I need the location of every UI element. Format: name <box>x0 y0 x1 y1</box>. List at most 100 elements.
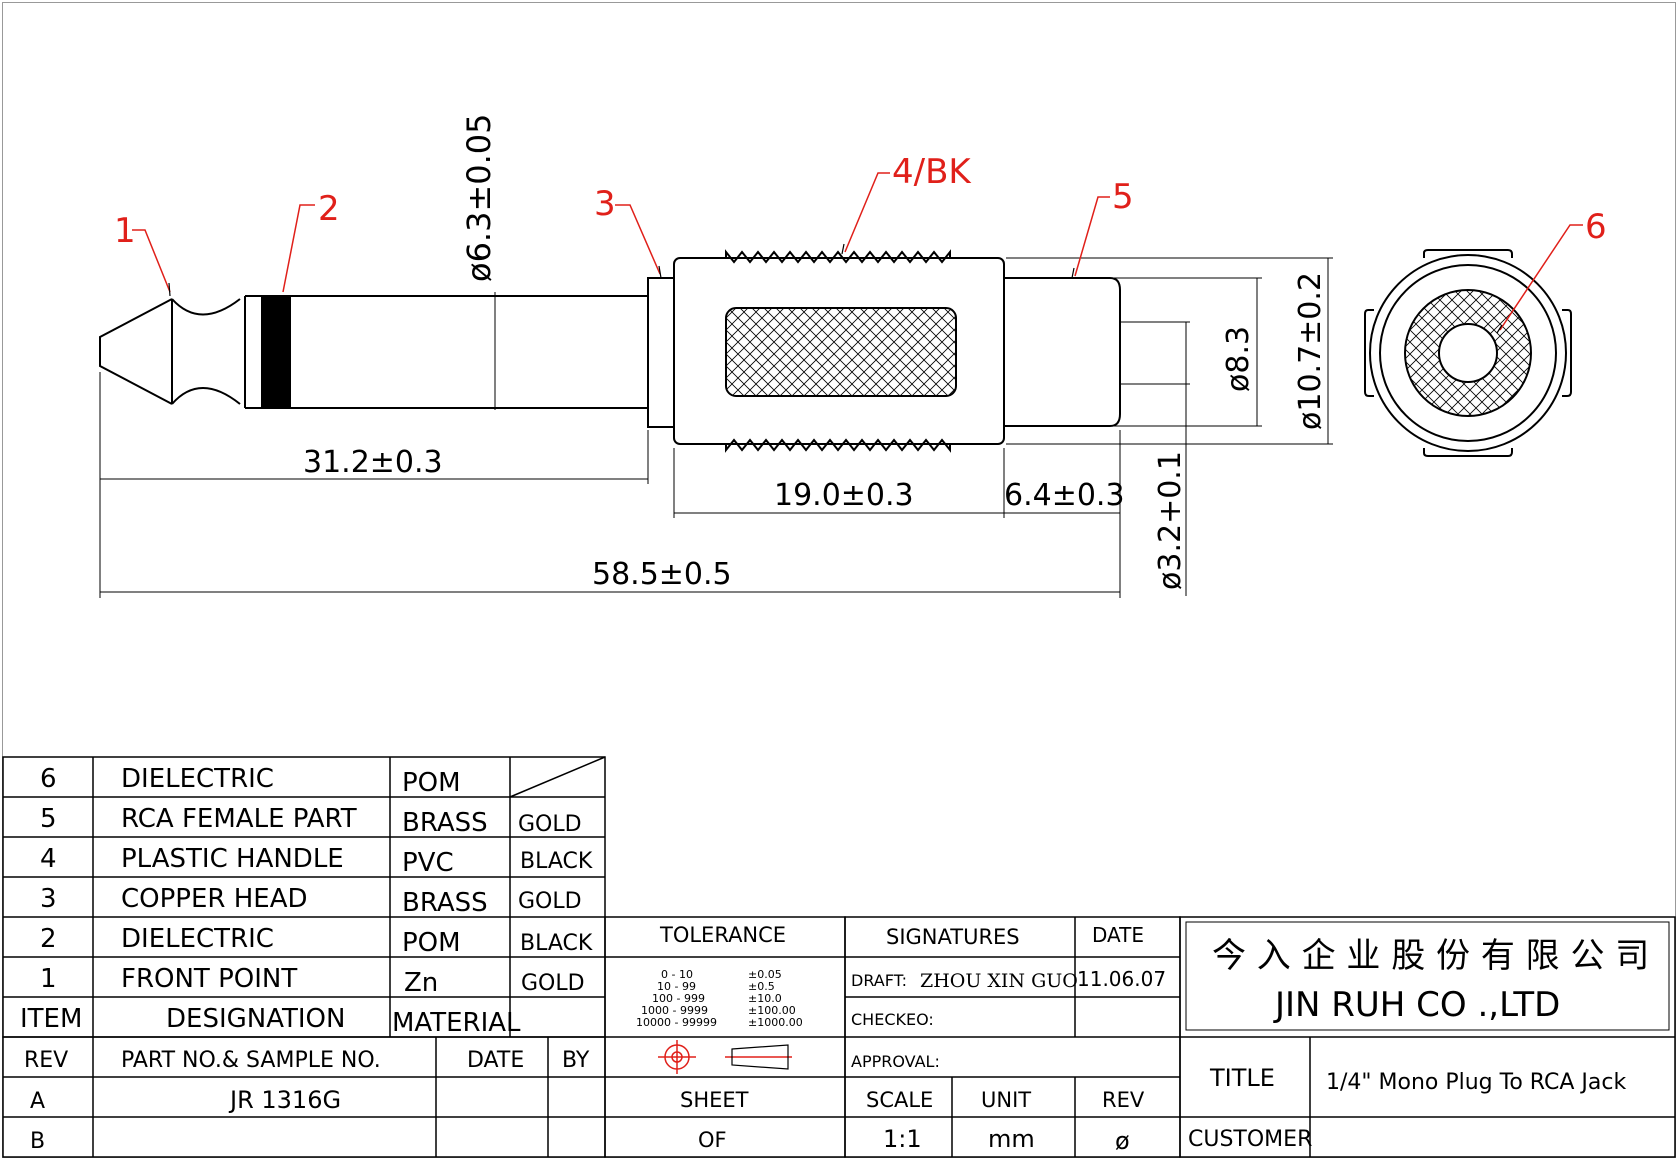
dimension-lines <box>99 257 1333 598</box>
draft-date: 11.06.07 <box>1077 967 1166 991</box>
bom-fin-2: BLACK <box>520 931 593 956</box>
callout-4: 4/BK <box>892 152 972 192</box>
callout-1: 1 <box>114 211 136 251</box>
scale-value: 1:1 <box>883 1125 922 1153</box>
bom-mat-3: BRASS <box>402 888 488 918</box>
checked-label: CHECKEO: <box>851 1010 934 1029</box>
dim-10-7: ø10.7±0.2 <box>1293 272 1328 430</box>
bom-mat-2: POM <box>402 928 461 958</box>
bom-item-6: 6 <box>40 764 57 794</box>
tolerance-value-3: ±100.00 <box>748 1004 796 1017</box>
bom-mat-1: Zn <box>404 968 438 998</box>
draft-label: DRAFT: <box>851 971 907 990</box>
dielectric-ring <box>261 295 291 409</box>
bom-fin-3: GOLD <box>518 889 582 914</box>
bom-desig-6: DIELECTRIC <box>121 764 274 794</box>
rev-header-part: PART NO.& SAMPLE NO. <box>121 1048 381 1073</box>
tolerance-range-1: 10 - 99 <box>657 980 696 993</box>
tolerance-title: TOLERANCE <box>659 923 786 947</box>
bom-mat-5: BRASS <box>402 808 488 838</box>
company-chinese-name: 今 入 企 业 股 份 有 限 公 司 <box>1212 936 1649 976</box>
end-center-hole <box>1438 323 1498 383</box>
tolerance-value-2: ±10.0 <box>748 992 782 1005</box>
signatures-block-lines <box>844 916 1181 1158</box>
tolerance-text: TOLERANCE 0 - 10 10 - 99 100 - 999 1000 … <box>636 923 803 1152</box>
handle-teeth-top <box>725 249 951 264</box>
plug-end-view <box>1364 249 1572 457</box>
bom-fin-1: GOLD <box>521 971 585 996</box>
rca-female-part <box>1004 277 1121 427</box>
bom-mat-6: POM <box>402 768 461 798</box>
rev-header-date: DATE <box>467 1048 524 1073</box>
dim-tip-diameter: ø6.3±0.05 <box>460 113 498 282</box>
plug-side-view <box>99 249 1190 453</box>
customer-label: CUSTOMER <box>1188 1127 1312 1152</box>
knurled-grip <box>725 307 957 397</box>
tolerance-range-3: 1000 - 9999 <box>641 1004 708 1017</box>
bom-item-3: 3 <box>40 884 57 914</box>
callout-6: 6 <box>1585 207 1607 247</box>
title-label: TITLE <box>1209 1064 1275 1092</box>
tolerance-value-4: ±1000.00 <box>748 1016 803 1029</box>
projection-symbol <box>658 1040 792 1074</box>
dim-58-5: 58.5±0.5 <box>592 557 732 592</box>
end-outer-circle <box>1369 254 1567 452</box>
rev-header-by: BY <box>562 1048 590 1073</box>
bom-item-2: 2 <box>40 924 57 954</box>
title-value: 1/4" Mono Plug To RCA Jack <box>1326 1070 1626 1095</box>
handle-teeth-bottom <box>725 438 951 453</box>
signatures-text: SIGNATURES DATE DRAFT: ZHOU XIN GUO 11.0… <box>851 923 1166 1155</box>
bom-desig-1: FRONT POINT <box>121 964 297 994</box>
tolerance-range-4: 10000 - 99999 <box>636 1016 717 1029</box>
dim-3-2: ø3.2+0.1 <box>1153 451 1188 590</box>
bom-header-material: MATERIAL <box>392 1008 521 1038</box>
rev-rows: REV PART NO.& SAMPLE NO. DATE BY A JR 13… <box>24 1048 590 1154</box>
title-block-lines <box>1179 916 1676 1158</box>
bom-fin-5: GOLD <box>518 812 582 837</box>
company-english-name: JIN RUH CO .,LTD <box>1273 985 1560 1025</box>
dim-19-0: 19.0±0.3 <box>774 478 914 513</box>
sheet-label: SHEET <box>680 1088 749 1112</box>
dim-8-3: ø8.3 <box>1221 326 1256 392</box>
dim-31-2: 31.2±0.3 <box>303 445 443 480</box>
sheet-of: OF <box>698 1128 727 1152</box>
rev-label: REV <box>1102 1088 1145 1112</box>
tolerance-block-lines <box>604 916 846 1158</box>
rev-value: ø <box>1115 1127 1130 1155</box>
tip-neck <box>171 298 241 405</box>
callout-leaders-black <box>168 243 1503 334</box>
bom-fin-4: BLACK <box>520 849 593 874</box>
callout-2: 2 <box>318 189 340 229</box>
signatures-title: SIGNATURES <box>886 925 1020 949</box>
tolerance-value-1: ±0.5 <box>748 980 775 993</box>
dim-6-4: 6.4±0.3 <box>1004 478 1125 513</box>
bom-mat-4: PVC <box>402 848 454 878</box>
plastic-handle <box>673 257 1005 445</box>
title-block-text: 今 入 企 业 股 份 有 限 公 司 JIN RUH CO .,LTD TIT… <box>1188 936 1649 1152</box>
rev-header-rev: REV <box>24 1048 68 1073</box>
unit-value: mm <box>988 1125 1035 1153</box>
unit-label: UNIT <box>981 1088 1031 1112</box>
rev-row-a-part: JR 1316G <box>228 1086 341 1114</box>
rev-row-a: A <box>30 1089 45 1114</box>
rev-table-lines <box>2 1036 606 1158</box>
copper-head <box>647 277 675 428</box>
bom-rows: 6 DIELECTRIC POM 5 RCA FEMALE PART BRASS… <box>20 764 593 1038</box>
bom-desig-4: PLASTIC HANDLE <box>121 844 344 874</box>
tolerance-range-2: 100 - 999 <box>652 992 705 1005</box>
bom-item-1: 1 <box>40 964 57 994</box>
callout-5: 5 <box>1112 177 1134 217</box>
draft-name: ZHOU XIN GUO <box>920 970 1078 992</box>
callout-3: 3 <box>594 184 616 224</box>
rev-row-b: B <box>30 1129 45 1154</box>
signatures-date-label: DATE <box>1092 923 1144 947</box>
bom-header-designation: DESIGNATION <box>166 1004 345 1034</box>
bom-item-5: 5 <box>40 804 57 834</box>
callout-leaders <box>132 172 1583 331</box>
approval-label: APPROVAL: <box>851 1052 940 1071</box>
front-point-tip <box>99 298 173 405</box>
bom-header-item: ITEM <box>20 1004 82 1034</box>
bom-desig-3: COPPER HEAD <box>121 884 308 914</box>
bom-item-4: 4 <box>40 844 57 874</box>
